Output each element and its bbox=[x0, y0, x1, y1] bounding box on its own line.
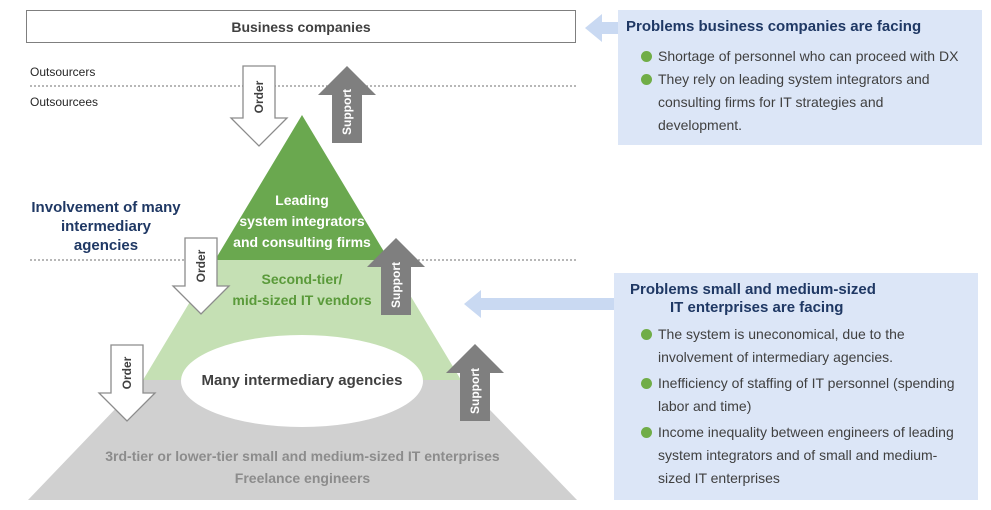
intermediary-ellipse bbox=[181, 335, 423, 427]
bottom-tier-line-1: 3rd-tier or lower-tier small and medium-… bbox=[105, 448, 500, 464]
order-arrow-top bbox=[229, 65, 289, 147]
sme-problem-item: Income inequality between engineers of l… bbox=[638, 421, 978, 490]
sme-problems-list: The system is uneconomical, due to the i… bbox=[638, 323, 978, 490]
intermediary-agencies-label: Many intermediary agencies bbox=[201, 372, 403, 389]
panel-arrow-bottom bbox=[464, 290, 614, 318]
bullet-line: involvement of intermediary agencies. bbox=[658, 349, 894, 365]
business-problem-item: They rely on leading system integrators … bbox=[638, 68, 978, 137]
bullet-dot-icon bbox=[641, 378, 652, 389]
business-problems-panel: Problems business companies are facing S… bbox=[618, 10, 982, 145]
business-companies-box: Business companies bbox=[26, 10, 576, 43]
top-tier-triangle bbox=[215, 115, 389, 260]
bullet-dot-icon bbox=[641, 74, 652, 85]
order-label-bottom: Order bbox=[120, 356, 134, 389]
bullet-dot-icon bbox=[641, 51, 652, 62]
bullet-line: They rely on leading system integrators … bbox=[658, 71, 930, 87]
bottom-tier-label: 3rd-tier or lower-tier small and medium-… bbox=[60, 445, 545, 489]
support-arrow-top bbox=[318, 66, 376, 143]
bullet-line: development. bbox=[658, 117, 743, 133]
bullet-line: consulting firms for IT strategies and bbox=[658, 94, 884, 110]
bullet-line: sized IT enterprises bbox=[658, 470, 780, 486]
sme-problems-title: Problems small and medium-sized IT enter… bbox=[630, 281, 930, 317]
order-arrow-bottom bbox=[97, 344, 157, 422]
support-label-middle: Support bbox=[389, 262, 403, 308]
bullet-line: Inefficiency of staffing of IT personnel… bbox=[658, 375, 955, 391]
order-label-top: Order bbox=[252, 80, 266, 113]
order-arrow-middle bbox=[171, 237, 231, 315]
top-tier-line-3: and consulting firms bbox=[233, 234, 371, 250]
sme-problem-item: Inefficiency of staffing of IT personnel… bbox=[638, 372, 978, 418]
business-problem-item: Shortage of personnel who can proceed wi… bbox=[638, 45, 978, 68]
top-tier-line-2: system integrators bbox=[239, 213, 365, 229]
bottom-tier-line-2: Freelance engineers bbox=[234, 470, 371, 486]
bullet-dot-icon bbox=[641, 329, 652, 340]
support-arrow-middle bbox=[367, 238, 425, 315]
second-tier-line-2: mid-sized IT vendors bbox=[232, 292, 372, 308]
bottom-tier-band bbox=[28, 380, 577, 500]
order-label-middle: Order bbox=[194, 249, 208, 282]
bullet-line: The system is uneconomical, due to the bbox=[658, 326, 905, 342]
business-companies-label: Business companies bbox=[231, 18, 371, 35]
bullet-line: Shortage of personnel who can proceed wi… bbox=[658, 48, 959, 64]
sme-problems-panel: Problems small and medium-sized IT enter… bbox=[614, 273, 978, 500]
bullet-dot-icon bbox=[641, 427, 652, 438]
top-tier-label: Leading system integrators and consultin… bbox=[212, 190, 392, 253]
support-label-bottom: Support bbox=[468, 368, 482, 414]
sme-problems-title-line-1: Problems small and medium-sized bbox=[630, 281, 876, 298]
sme-problem-item: The system is uneconomical, due to the i… bbox=[638, 323, 978, 369]
second-tier-label: Second-tier/ mid-sized IT vendors bbox=[202, 269, 402, 311]
business-problems-list: Shortage of personnel who can proceed wi… bbox=[638, 45, 978, 137]
outsourcers-label: Outsourcers bbox=[30, 65, 96, 79]
top-tier-line-1: Leading bbox=[275, 192, 329, 208]
business-problems-title: Problems business companies are facing bbox=[626, 18, 922, 35]
outsourcees-label: Outsourcees bbox=[30, 95, 99, 109]
bullet-line: system integrators and of small and medi… bbox=[658, 447, 938, 463]
support-label-top: Support bbox=[340, 89, 354, 135]
bullet-line: labor and time) bbox=[658, 398, 752, 414]
involvement-label: Involvement of many intermediary agencie… bbox=[31, 199, 181, 254]
support-arrow-bottom bbox=[446, 344, 504, 421]
bullet-line: Income inequality between engineers of l… bbox=[658, 424, 954, 440]
second-tier-line-1: Second-tier/ bbox=[261, 271, 343, 287]
panel-arrow-top bbox=[585, 14, 618, 42]
sme-problems-title-line-2: IT enterprises are facing bbox=[670, 299, 844, 316]
